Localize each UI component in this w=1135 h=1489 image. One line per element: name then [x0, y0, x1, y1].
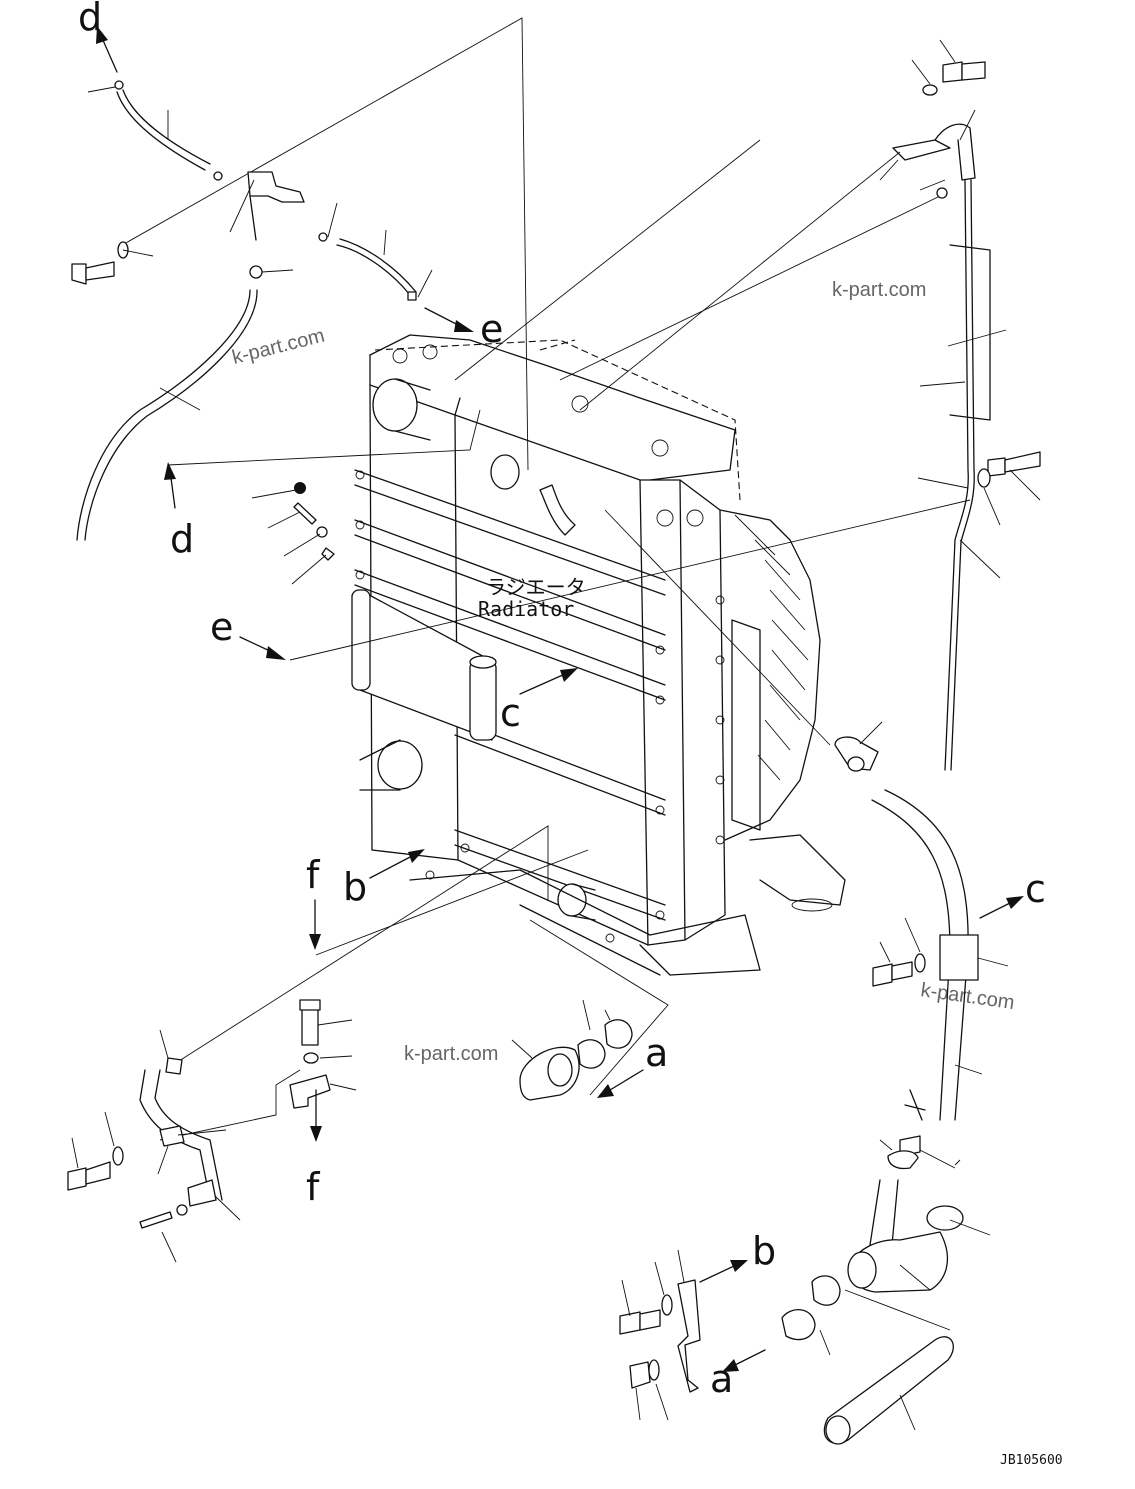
- watermark-1: k-part.com: [230, 325, 327, 369]
- radiator-assembly: ラジエータ Radiator: [351, 334, 846, 976]
- ref-letter-c-center: c: [500, 691, 521, 735]
- ref-letter-a-lower: a: [710, 1357, 733, 1401]
- ref-letter-b-lower: b: [752, 1229, 776, 1273]
- ref-letter-c-right: c: [1025, 867, 1046, 911]
- watermark-4: k-part.com: [919, 979, 1016, 1014]
- radiator-label-ja: ラジエータ: [486, 575, 586, 599]
- lower-left-pipe: [67, 999, 357, 1263]
- reference-letters: d e d e c b f f a c b a: [78, 0, 1046, 1401]
- ref-letter-d-top: d: [78, 0, 102, 39]
- ref-letter-f-upper: f: [306, 853, 321, 897]
- wire-harness-group: [879, 39, 1041, 771]
- figure-code: JB105600: [1000, 1453, 1063, 1468]
- ref-letter-e-top: e: [480, 307, 503, 351]
- ref-letter-b-left: b: [343, 865, 367, 909]
- ref-letter-d-lower: d: [170, 517, 194, 561]
- watermark-3: k-part.com: [404, 1043, 498, 1065]
- lower-outlet-pipe: [619, 1159, 991, 1445]
- hose-clamp-group-center: [511, 999, 633, 1101]
- right-coolant-pipe: [834, 721, 1009, 1170]
- watermark-2: k-part.com: [832, 279, 926, 301]
- radiator-bolts: [355, 344, 725, 943]
- radiator-label-en: Radiator: [478, 597, 574, 621]
- reference-arrows: [96, 26, 1024, 1372]
- ref-letter-f-lower: f: [306, 1165, 321, 1209]
- breather-tube-group: [71, 80, 433, 541]
- leader-lines: [123, 17, 971, 1331]
- drain-fittings: [251, 482, 335, 585]
- ref-letter-e-lower: e: [210, 605, 233, 649]
- ref-letter-a-center: a: [645, 1031, 668, 1075]
